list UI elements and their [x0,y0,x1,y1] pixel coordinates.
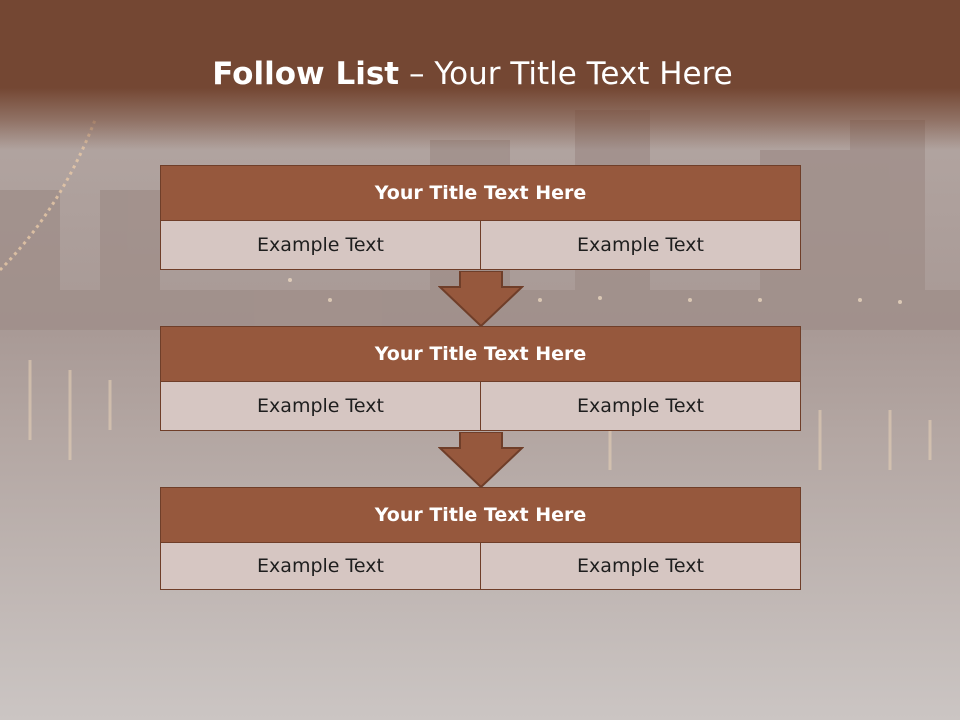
down-arrow-icon [438,271,524,327]
down-arrow-icon [438,432,524,488]
block-cell-left: Example Text [160,382,481,431]
block-title: Your Title Text Here [160,165,801,221]
block-cell-right: Example Text [481,382,801,431]
block-cell-right: Example Text [481,543,801,590]
follow-block-2: Your Title Text Here Example Text Exampl… [160,326,801,431]
block-cell-left: Example Text [160,221,481,270]
slide-title-rest: – Your Title Text Here [408,56,733,92]
title-bar [0,0,960,150]
slide-title: Follow List – Your Title Text Here [0,56,945,92]
block-row: Example Text Example Text [160,543,801,590]
block-row: Example Text Example Text [160,221,801,270]
block-row: Example Text Example Text [160,382,801,431]
block-cell-left: Example Text [160,543,481,590]
block-title: Your Title Text Here [160,487,801,543]
follow-block-3: Your Title Text Here Example Text Exampl… [160,487,801,590]
slide-title-lead: Follow List [212,56,400,92]
follow-block-1: Your Title Text Here Example Text Exampl… [160,165,801,270]
block-cell-right: Example Text [481,221,801,270]
block-title: Your Title Text Here [160,326,801,382]
